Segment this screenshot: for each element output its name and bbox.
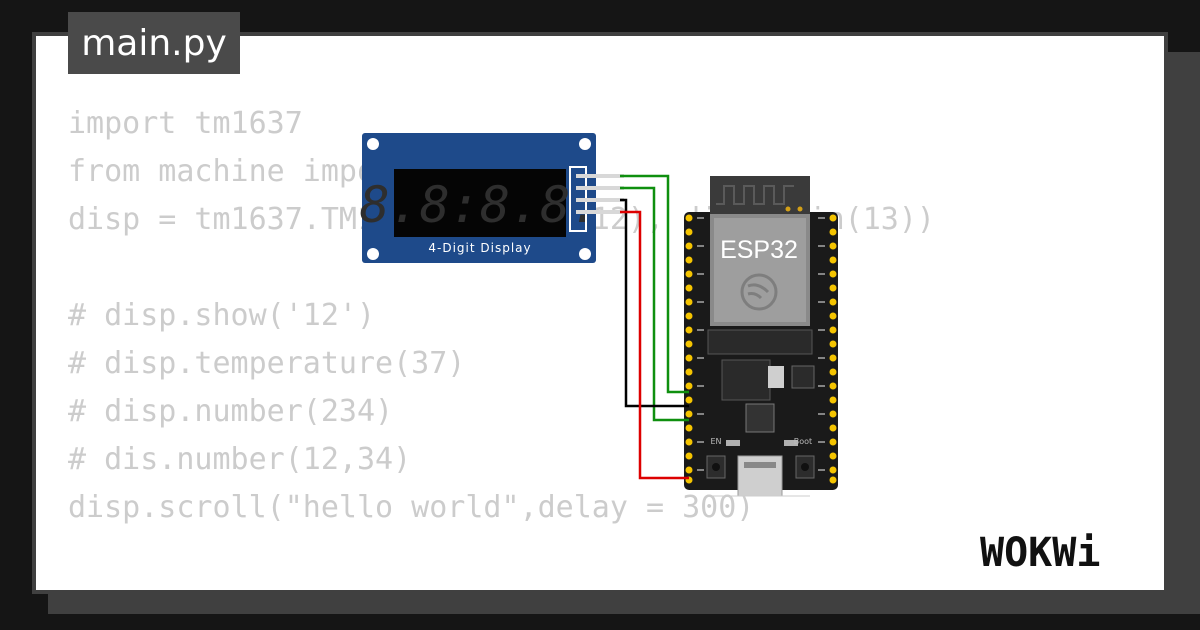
wire-gnd[interactable]	[620, 198, 689, 408]
project-card	[32, 32, 1168, 594]
code-line: # dis.number(12,34)	[68, 442, 412, 477]
wires	[620, 174, 689, 480]
boot-button[interactable]	[795, 455, 815, 479]
display-label: 4-Digit Display	[428, 241, 531, 255]
mounting-hole-icon	[367, 248, 379, 260]
espressif-logo-icon	[740, 273, 778, 311]
pin-silkscreen	[697, 217, 825, 471]
boot-label: Boot	[794, 437, 812, 446]
mounting-hole-icon	[579, 248, 591, 260]
en-button[interactable]	[706, 455, 726, 479]
code-line: import tm1637	[68, 106, 303, 141]
en-label: EN	[710, 437, 721, 446]
usb-uart-chip	[745, 403, 775, 433]
antenna-trace-icon	[716, 185, 794, 205]
code-line: disp.scroll("hello world",delay = 300)	[68, 490, 755, 525]
regulator-chip	[768, 366, 784, 388]
wokwi-logo-text: WOKWi	[980, 530, 1100, 574]
mounting-hole-icon	[367, 138, 379, 150]
wokwi-logo[interactable]: WOKWi	[976, 526, 1152, 574]
tm1637-display-module[interactable]: 8.8:8.8. 4-Digit Display	[360, 133, 624, 263]
wire-dio[interactable]	[620, 186, 689, 422]
file-tab[interactable]: main.py	[68, 12, 240, 74]
wire-clk[interactable]	[620, 174, 689, 394]
file-tab-label: main.py	[81, 22, 227, 64]
header-pins	[576, 174, 624, 214]
wire-vcc[interactable]	[620, 210, 689, 480]
chip-label: ESP32	[720, 236, 798, 264]
castellated-pads	[707, 329, 813, 355]
mounting-hole-icon	[579, 138, 591, 150]
esp32-board[interactable]: ESP32 EN Boot	[684, 176, 838, 497]
code-line: # disp.temperature(37)	[68, 346, 466, 381]
esp32-pins-right	[829, 214, 837, 484]
seven-segment-panel	[394, 169, 566, 237]
code-line: # disp.number(234)	[68, 394, 394, 429]
code-line: # disp.show('12')	[68, 298, 376, 333]
seven-segment-digits: 8.8:8.8.	[360, 176, 601, 234]
